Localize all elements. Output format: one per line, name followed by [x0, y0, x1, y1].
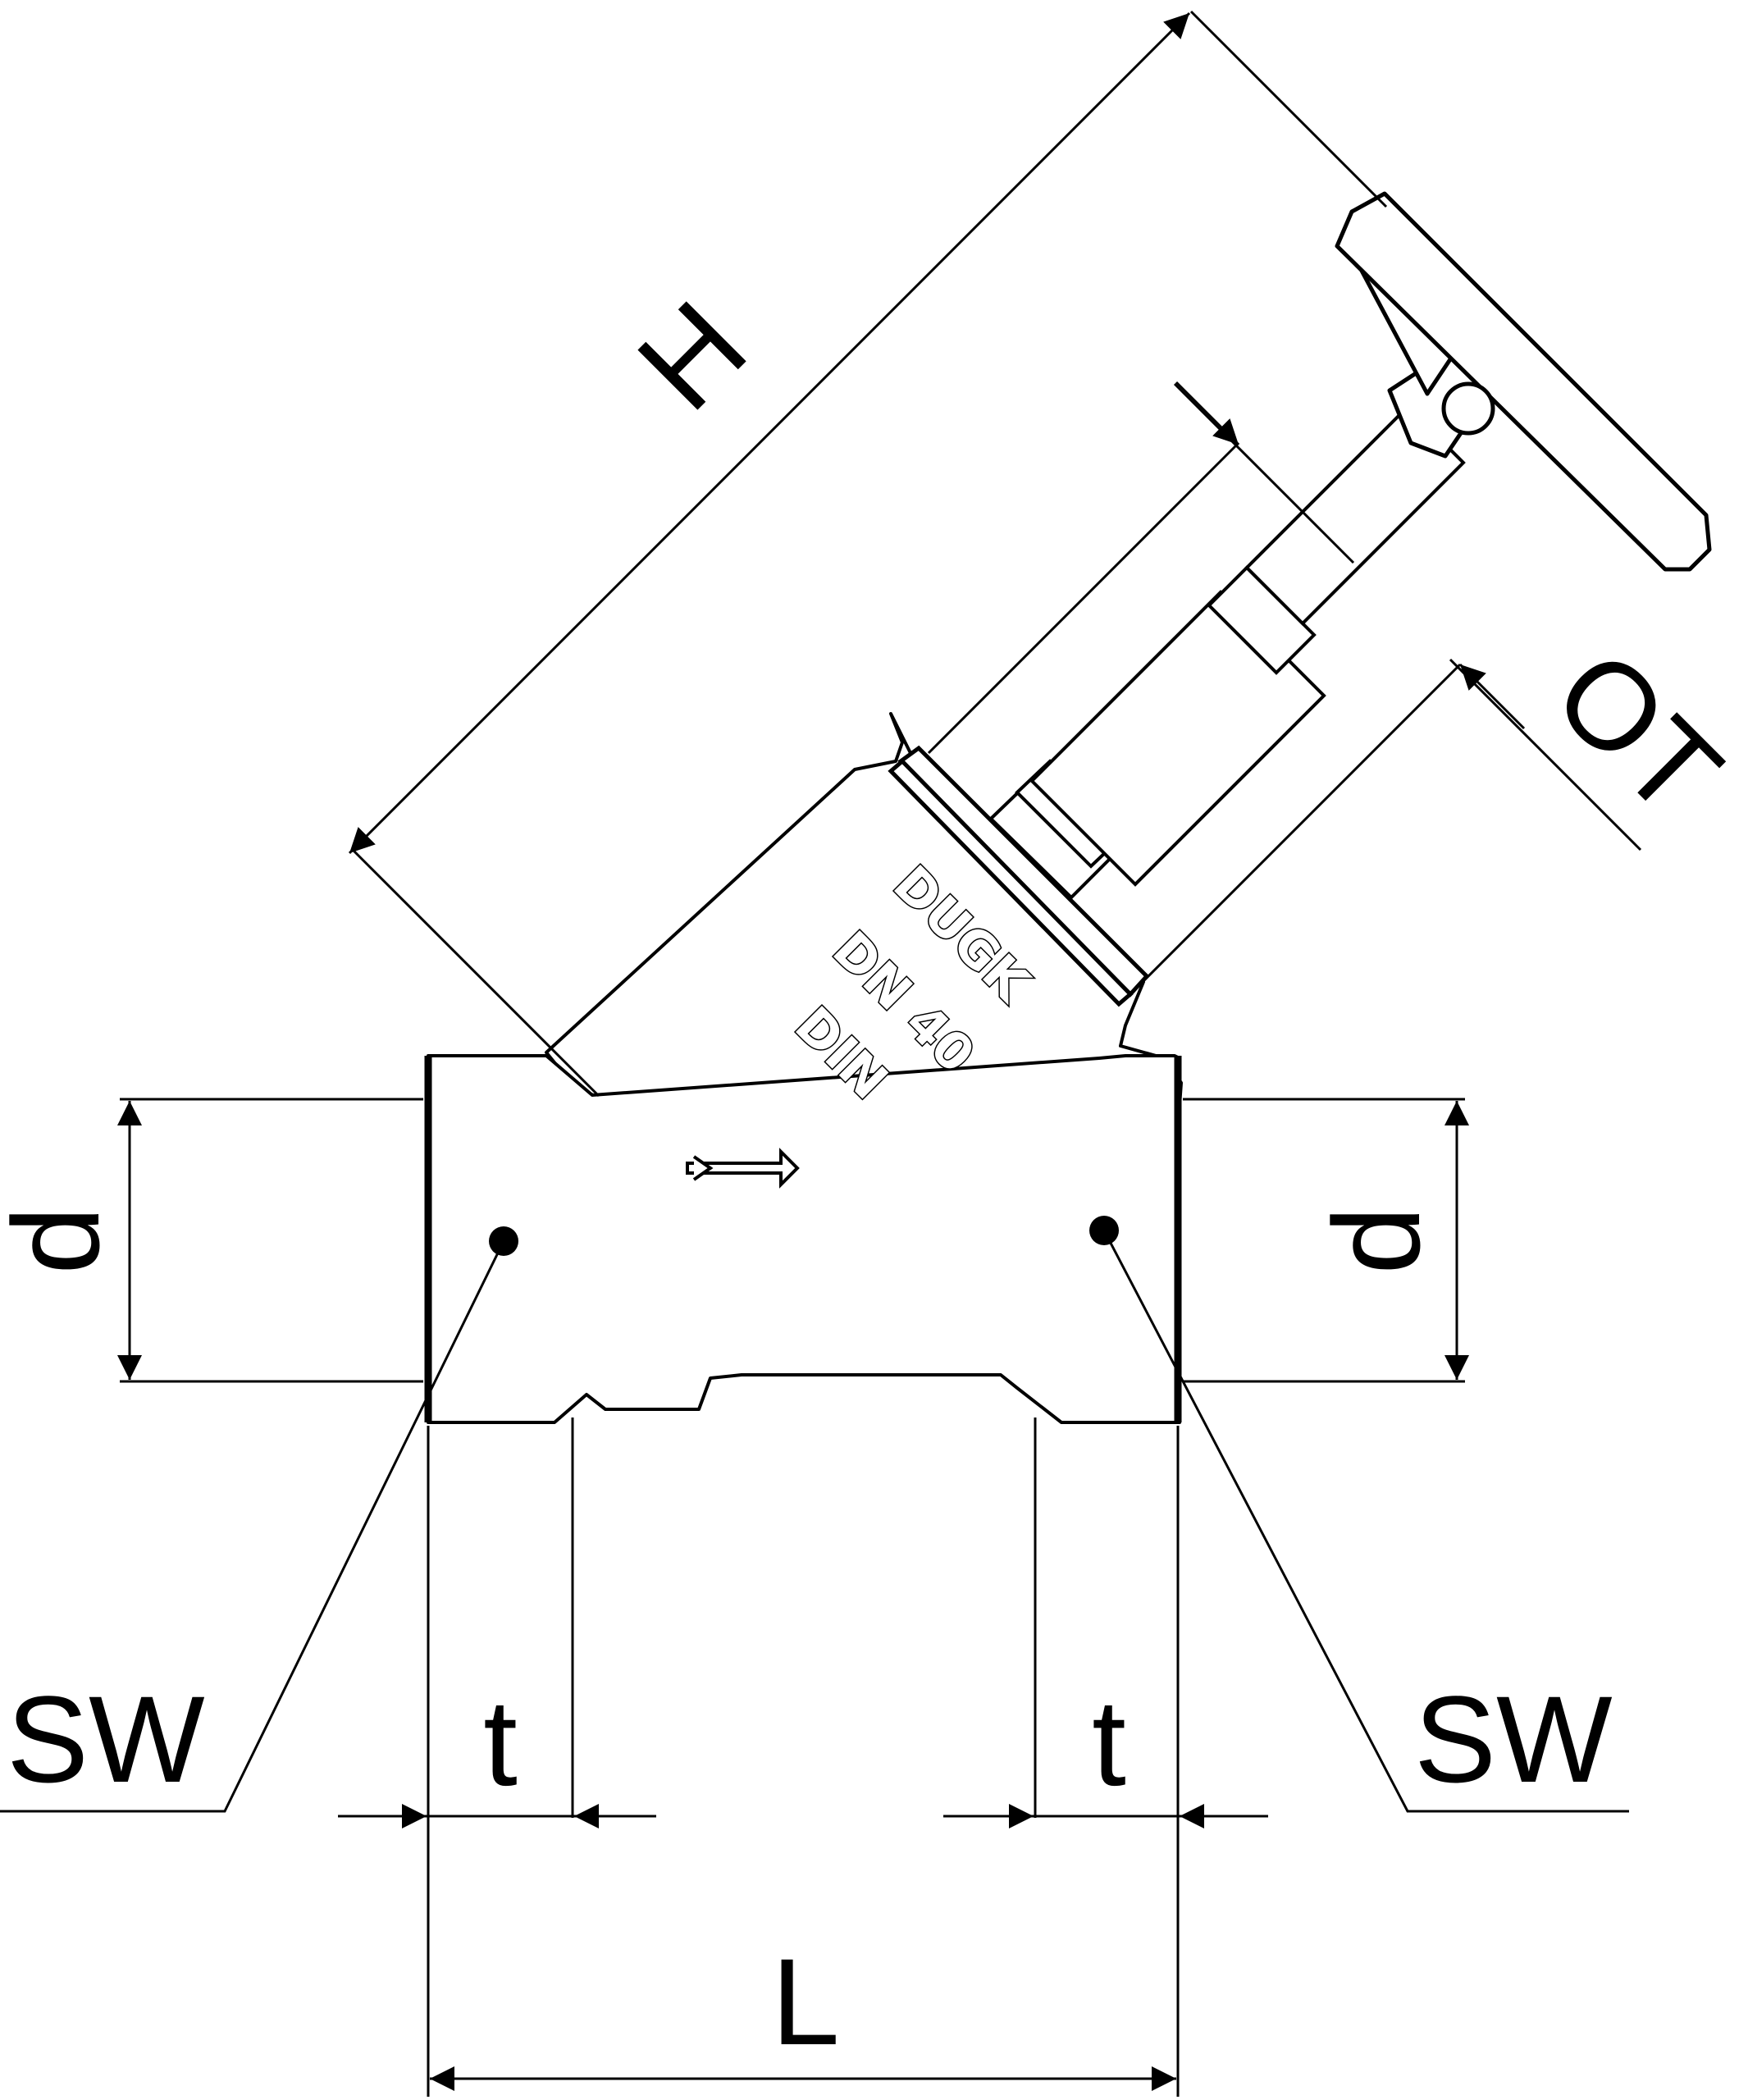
- stem-assembly: [988, 404, 1466, 900]
- handwheel-icon: [1335, 191, 1712, 572]
- handwheel-rim: [1335, 191, 1712, 572]
- h-dimension-line: [348, 11, 1191, 855]
- label-t-left: t: [483, 1673, 518, 1811]
- flow-direction-arrow-icon: [686, 1148, 800, 1189]
- ot-arrow-upper: [1175, 381, 1240, 446]
- sw-right-leader: [1102, 1230, 1629, 1813]
- h-extension-upper: [1189, 10, 1388, 208]
- label-t-right: t: [1092, 1673, 1126, 1811]
- label-sw-right: SW: [1414, 1670, 1613, 1808]
- sw-left-leader: [0, 1240, 505, 1813]
- label-d-left: d: [0, 1206, 125, 1274]
- h-extension-lower: [351, 848, 600, 1098]
- stem-collar: [1207, 565, 1317, 675]
- body-main: [427, 1054, 1181, 1424]
- label-d-right: d: [1308, 1206, 1445, 1274]
- valve-body: [424, 712, 1183, 1424]
- ot-extension-upper: [1173, 382, 1355, 564]
- stem-upper: [1244, 404, 1466, 626]
- label-l: L: [771, 1933, 839, 2070]
- ot-extension-lower: [1449, 658, 1642, 851]
- label-sw-left: SW: [7, 1670, 205, 1808]
- label-ot: OT: [1529, 623, 1747, 842]
- handwheel-center: [1441, 381, 1495, 436]
- label-h: H: [612, 276, 772, 436]
- dimension-lines: [0, 10, 1642, 2097]
- ot-arrow-lower: [1458, 663, 1526, 730]
- ot-left-rail: [927, 441, 1240, 755]
- ot-right-rail: [1140, 663, 1462, 984]
